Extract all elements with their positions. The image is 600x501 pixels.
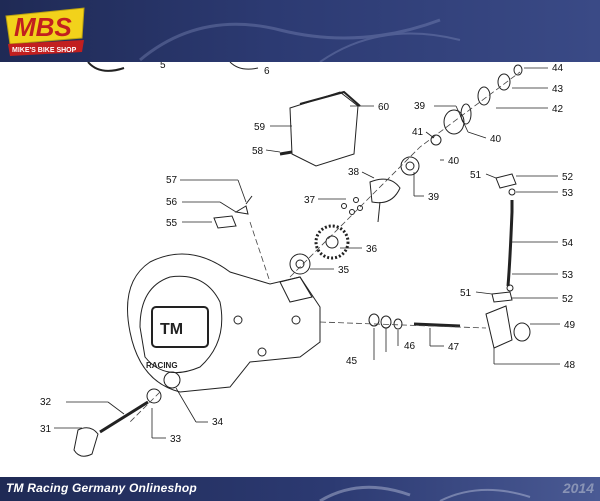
footer-shop-name[interactable]: TM Racing Germany Onlineshop: [6, 481, 197, 495]
label-40-upper: 40: [490, 134, 502, 145]
part-46: [393, 318, 403, 330]
header-background-graphic: [139, 18, 461, 62]
label-52-upper: 52: [562, 172, 574, 183]
label-48: 48: [564, 360, 576, 371]
label-55: 55: [166, 218, 178, 229]
part-53-lower: [506, 284, 514, 292]
part-6-fragment: [229, 62, 259, 70]
exploded-parts-diagram: TM RACING: [40, 62, 576, 457]
label-51-lower: 51: [460, 288, 472, 299]
part-59: [289, 91, 359, 167]
part-42: [477, 86, 491, 106]
label-33: 33: [170, 434, 182, 445]
part-33: [146, 388, 162, 404]
label-40-lower: 40: [448, 156, 460, 167]
part-37: [341, 203, 347, 209]
footer-banner: TM Racing Germany Onlineshop 2014: [0, 477, 600, 501]
part-49: [513, 322, 531, 342]
part-56: [234, 205, 249, 215]
part-58: [279, 150, 293, 156]
part-38: [369, 178, 401, 204]
label-31: 31: [40, 424, 52, 435]
part-55: [213, 215, 237, 229]
logo-subtitle: MIKE'S BIKE SHOP: [12, 47, 77, 54]
label-52-lower: 52: [562, 294, 574, 305]
svg-text:TM: TM: [160, 321, 183, 338]
label-45: 45: [346, 356, 358, 367]
part-51-upper: [495, 173, 517, 189]
part-43: [497, 73, 511, 91]
part-34: [163, 371, 181, 389]
part-35: [289, 253, 311, 275]
part-47: [413, 322, 461, 328]
label-37: 37: [304, 195, 316, 206]
label-51-upper: 51: [470, 170, 482, 181]
label-56: 56: [166, 197, 178, 208]
part-60: [299, 90, 361, 107]
part-5-fragment: [87, 62, 125, 72]
label-32: 32: [40, 397, 52, 408]
part-44: [513, 64, 523, 76]
label-36: 36: [366, 244, 378, 255]
label-46: 46: [404, 341, 416, 352]
label-42: 42: [552, 104, 564, 115]
label-59: 59: [254, 122, 266, 133]
part-32: [99, 400, 149, 434]
part-39-lower: [400, 156, 420, 176]
part-31: [73, 427, 99, 457]
logo-title: MBS: [14, 12, 72, 42]
label-49: 49: [564, 320, 576, 331]
part-51-lower: [491, 291, 513, 303]
label-43: 43: [552, 84, 564, 95]
label-57: 57: [166, 175, 178, 186]
part-48: [485, 305, 513, 349]
label-6: 6: [264, 66, 270, 77]
part-36: [314, 224, 350, 260]
part-57: [245, 195, 253, 205]
part-53-upper: [508, 188, 516, 196]
label-60: 60: [378, 102, 390, 113]
header-banner: MBS MIKE'S BIKE SHOP: [0, 0, 600, 62]
label-53-upper: 53: [562, 188, 574, 199]
mbs-logo[interactable]: MBS MIKE'S BIKE SHOP: [2, 2, 88, 60]
label-53-lower: 53: [562, 270, 574, 281]
part-45: [368, 313, 380, 327]
label-5: 5: [160, 62, 166, 71]
label-47: 47: [448, 342, 460, 353]
part-40: [460, 103, 472, 125]
label-58: 58: [252, 146, 264, 157]
label-34: 34: [212, 417, 224, 428]
label-38: 38: [348, 167, 360, 178]
assembly-axis-lines: [129, 71, 521, 423]
ignition-cover: TM RACING: [127, 253, 321, 393]
part-54: [506, 200, 514, 287]
part-39-upper: [443, 109, 465, 135]
label-35: 35: [338, 265, 350, 276]
label-39-upper: 39: [414, 101, 426, 112]
footer-year: 2014: [562, 480, 594, 496]
leader-lines: [54, 67, 560, 439]
footer-background-graphic: [319, 485, 531, 501]
label-39-lower: 39: [428, 192, 440, 203]
label-54: 54: [562, 238, 574, 249]
label-41: 41: [412, 127, 424, 138]
label-44: 44: [552, 63, 564, 74]
svg-text:RACING: RACING: [146, 361, 178, 370]
